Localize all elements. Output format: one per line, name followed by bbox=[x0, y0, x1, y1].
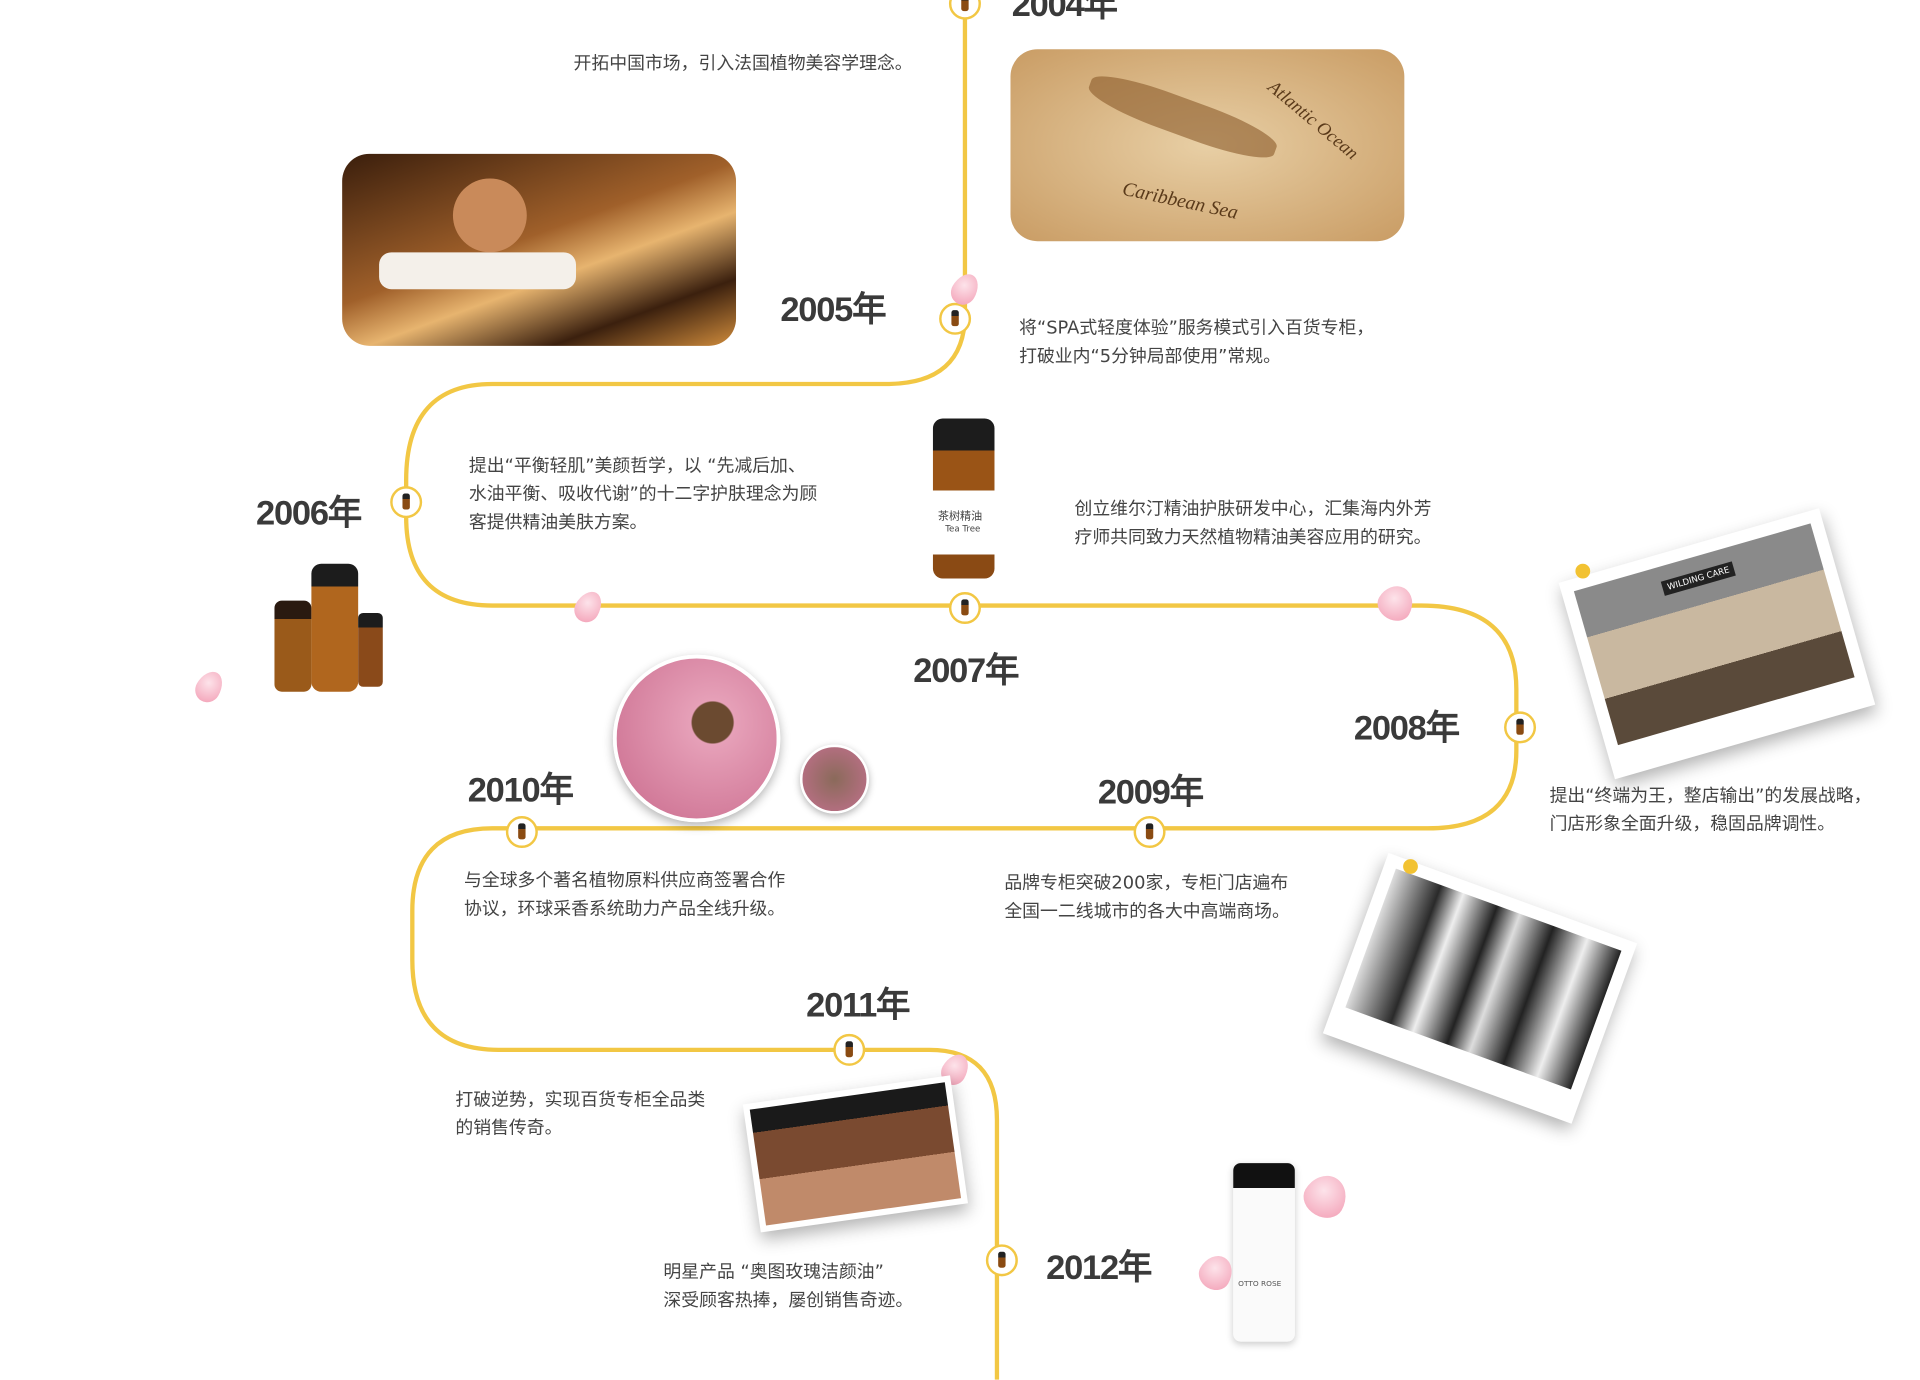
event-description: 创立维尔汀精油护肤研发中心，汇集海内外芳疗师共同致力天然植物精油美容应用的研究。 bbox=[1074, 499, 1432, 548]
year-marker-2004[interactable] bbox=[948, 0, 981, 20]
year-marker-2009[interactable] bbox=[1133, 816, 1166, 849]
pushpin-icon bbox=[1575, 563, 1591, 579]
essential-oil-bottles-image bbox=[252, 551, 387, 696]
year-marker-2006[interactable] bbox=[390, 486, 423, 519]
event-description: 品牌专柜突破200家，专柜门店遍布全国一二线城市的各大中高端商场。 bbox=[1004, 873, 1290, 922]
map-label: Atlantic Ocean bbox=[1263, 77, 1362, 165]
event-description: 将“SPA式轻度体验”服务模式引入百货专柜，打破业内“5分钟局部使用”常规。 bbox=[1019, 318, 1375, 367]
spa-massage-image bbox=[342, 153, 737, 346]
rose-harvest-image bbox=[612, 654, 781, 823]
event-description: 明星产品 “奥图玫瑰洁颜油”深受顾客热捧，屡创销售奇迹。 bbox=[663, 1262, 914, 1311]
year-label: 2010年 bbox=[467, 770, 574, 809]
year-label: 2004年 bbox=[1011, 0, 1118, 24]
year-marker-2008[interactable] bbox=[1504, 711, 1537, 744]
rose-picker-image bbox=[800, 744, 869, 814]
year-label: 2012年 bbox=[1046, 1248, 1152, 1287]
year-label: 2005年 bbox=[780, 290, 886, 329]
year-label: 2006年 bbox=[256, 493, 362, 532]
year-marker-2007[interactable] bbox=[948, 592, 981, 625]
year-marker-2011[interactable] bbox=[833, 1033, 866, 1066]
event-description: 与全球多个著名植物原料供应商签署合作协议，环球采香系统助力产品全线升级。 bbox=[464, 871, 786, 920]
year-marker-2010[interactable] bbox=[505, 816, 538, 849]
event-description: 打破逆势，实现百货专柜全品类的销售传奇。 bbox=[455, 1090, 706, 1139]
caribbean-map-image: Atlantic Ocean Caribbean Sea bbox=[1010, 49, 1405, 242]
product-label: Tea Tree bbox=[945, 524, 981, 535]
product-label: OTTO ROSE bbox=[1238, 1280, 1282, 1289]
product-label: 茶树精油 bbox=[937, 510, 983, 524]
year-label: 2011年 bbox=[806, 985, 910, 1025]
year-marker-2012[interactable] bbox=[985, 1244, 1018, 1277]
event-description: 开拓中国市场，引入法国植物美容学理念。 bbox=[573, 54, 913, 74]
tea-tree-oil-bottle-image: 茶树精油 Tea Tree bbox=[932, 418, 995, 579]
event-description: 提出“平衡轻肌”美颜哲学，以 “先减后加、水油平衡、吸收代谢”的十二字护肤理念为… bbox=[468, 456, 818, 533]
year-marker-2005[interactable] bbox=[939, 302, 972, 335]
event-description: 提出“终端为王，整店输出”的发展战略，门店形象全面升级，稳固品牌调性。 bbox=[1549, 786, 1872, 835]
otto-rose-cleansing-oil-bottle-image: OTTO ROSE bbox=[1233, 1163, 1295, 1342]
map-label: Caribbean Sea bbox=[1120, 178, 1240, 224]
year-label: 2007年 bbox=[913, 651, 1019, 690]
year-label: 2009年 bbox=[1097, 772, 1204, 812]
year-label: 2008年 bbox=[1353, 708, 1460, 748]
pushpin-icon bbox=[1403, 859, 1418, 874]
